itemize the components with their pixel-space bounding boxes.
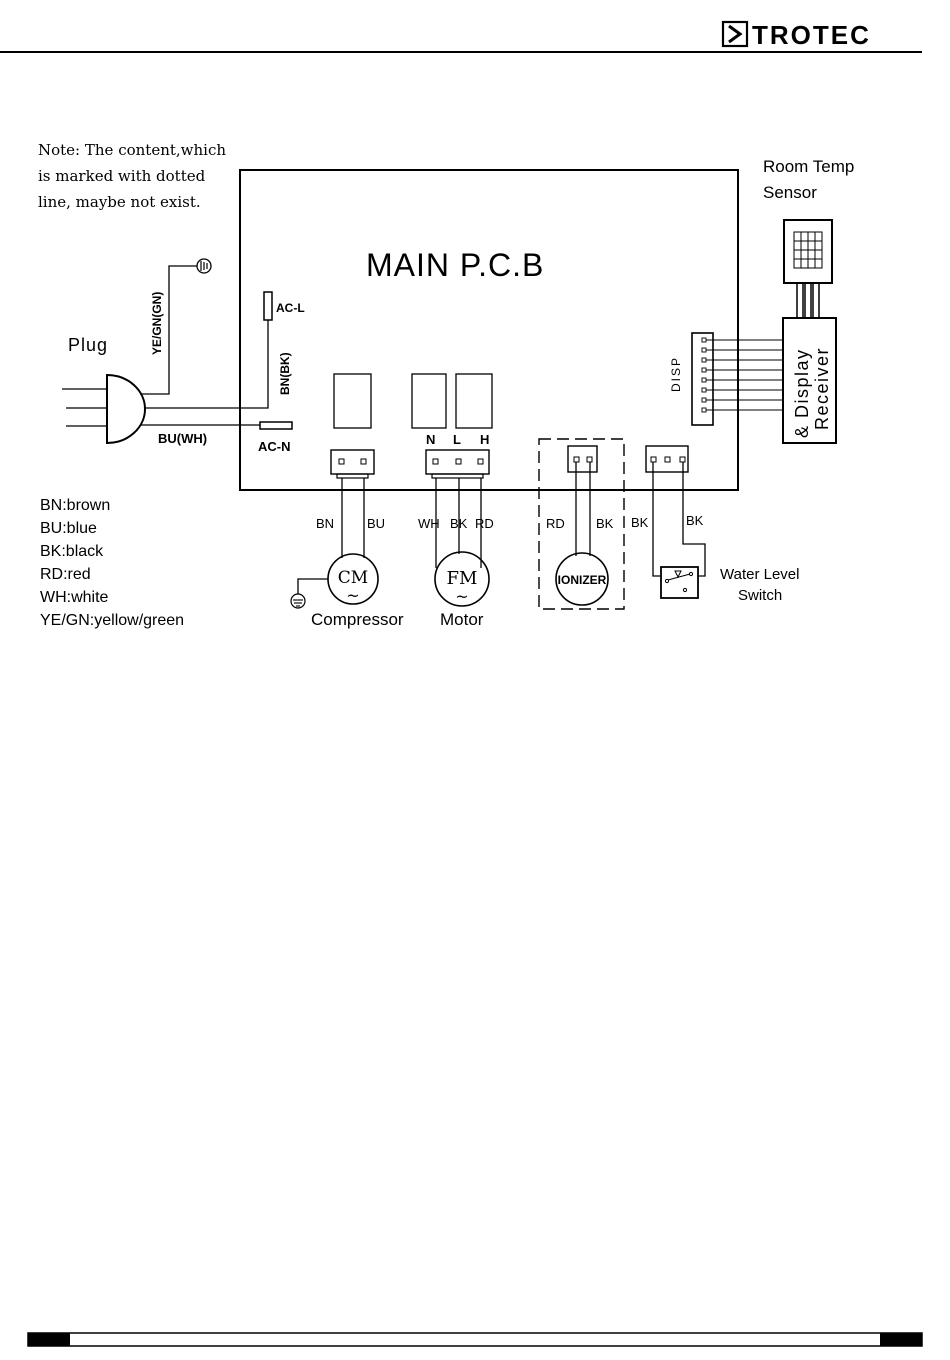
compressor: BN BU CM ~ Compressor	[290, 478, 404, 629]
legend-item: WH:white	[40, 589, 109, 606]
ionizer-wire-label-1: RD	[546, 516, 565, 531]
live-wire-label: BN(BK)	[278, 352, 292, 395]
motor-symbol	[434, 551, 490, 607]
compressor-symbol-text: CM	[338, 568, 368, 588]
chevron-icon	[728, 24, 743, 44]
trotec-chevron-logo	[721, 20, 749, 48]
motor-wire-label-bk: BK	[450, 516, 468, 531]
fan-motor: WH BK RD FM ~ Motor	[418, 478, 494, 629]
relay-label-n: N	[426, 432, 435, 447]
plug-body	[106, 373, 146, 445]
connector-motor	[425, 449, 490, 479]
ionizer-symbol	[555, 552, 609, 606]
footer-bar	[27, 1332, 923, 1347]
relay-motor-low	[411, 373, 447, 429]
ground-terminal-icon	[196, 258, 212, 274]
legend-item: RD:red	[40, 566, 91, 583]
ac-n-terminal	[259, 421, 293, 430]
display-receiver: & Display Receiver	[782, 317, 837, 444]
motor-wire-label-rd: RD	[475, 516, 494, 531]
connector-ionizer	[567, 445, 598, 473]
brand-name: TROTEC	[752, 20, 871, 50]
legend-item: BN:brown	[40, 497, 110, 514]
relay-motor-high	[455, 373, 493, 429]
compressor-label: Compressor	[311, 610, 404, 629]
connector-water-switch	[645, 445, 689, 473]
water-switch-label-2: Switch	[738, 587, 782, 604]
compressor-wire-label-2: BU	[367, 516, 385, 531]
sensor-lead-2	[804, 282, 812, 319]
main-pcb: MAIN P.C.B AC-L AC-N N L H	[239, 169, 739, 491]
note: Note: The content,which is marked with d…	[38, 141, 226, 211]
sensor-label-2: Sensor	[763, 183, 817, 202]
switch-wire-label-2: BK	[686, 513, 704, 528]
pcb-outline	[239, 169, 739, 491]
ionizer: RD BK IONIZER	[538, 438, 625, 610]
room-temp-sensor: Room Temp Sensor	[763, 157, 854, 319]
motor-wire-label-wh: WH	[418, 516, 440, 531]
ionizer-optional-outline	[538, 438, 625, 610]
plug-label: Plug	[68, 335, 108, 355]
ionizer-wire-label-2: BK	[596, 516, 614, 531]
compressor-wire-label-1: BN	[316, 516, 334, 531]
note-line-3: line, maybe not exist.	[38, 193, 201, 211]
relay-label-l: L	[453, 432, 461, 447]
ground-wire-label: YE/GN(GN)	[150, 292, 164, 355]
sensor-lead-1	[796, 282, 804, 319]
ac-l-terminal	[263, 291, 273, 321]
note-line-2: is marked with dotted	[38, 167, 206, 185]
color-legend: BN:brown BU:blue BK:black RD:red WH:whit…	[40, 497, 184, 629]
header: TROTEC	[0, 20, 922, 53]
motor-symbol-tilde: ~	[455, 587, 468, 606]
sensor-grid-icon	[793, 231, 823, 269]
switch-wire-label-1: BK	[631, 515, 649, 530]
ac-n-label: AC-N	[258, 439, 291, 454]
display-harness	[706, 339, 783, 411]
water-switch-body	[660, 566, 699, 599]
motor-label: Motor	[440, 610, 484, 629]
note-line-1: Note: The content,which	[38, 141, 226, 159]
display-label-1: & Display	[792, 348, 812, 438]
relay-compressor	[333, 373, 372, 429]
sensor-lead-3	[812, 282, 820, 319]
pcb-title: MAIN P.C.B	[366, 247, 544, 283]
legend-item: YE/GN:yellow/green	[40, 612, 184, 629]
disp-connector	[691, 332, 714, 426]
display-label-2: Receiver	[812, 347, 832, 430]
switch-contact-icon	[664, 570, 694, 593]
legend-item: BU:blue	[40, 520, 97, 537]
display-receiver-box	[782, 317, 837, 444]
water-level-switch: BK BK Water Level Switch	[631, 462, 799, 604]
sensor-label-1: Room Temp	[763, 157, 854, 176]
legend-item: BK:black	[40, 543, 104, 560]
ionizer-symbol-text: IONIZER	[558, 573, 607, 587]
compressor-symbol-tilde: ~	[346, 586, 359, 605]
earth-ground-icon	[290, 593, 306, 609]
plug: Plug YE/GN(GN) BN(BK) BU(WH)	[62, 258, 292, 446]
ac-l-label: AC-L	[276, 301, 305, 315]
water-switch-label-1: Water Level	[720, 566, 799, 583]
disp-label: DISP	[669, 356, 683, 392]
connector-compressor	[330, 449, 375, 479]
motor-symbol-text: FM	[447, 568, 478, 589]
relay-label-h: H	[480, 432, 489, 447]
neutral-wire-label: BU(WH)	[158, 431, 207, 446]
